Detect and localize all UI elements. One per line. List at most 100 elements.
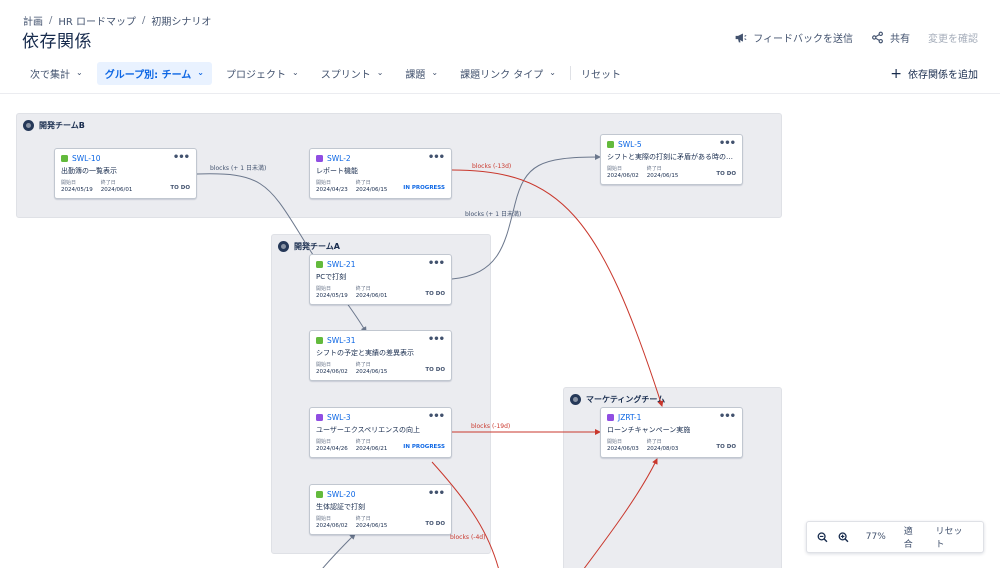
epic-icon bbox=[316, 155, 323, 162]
header-actions: フィードバックを送信 共有 変更を確認 bbox=[734, 30, 978, 45]
breadcrumb-separator: / bbox=[49, 15, 53, 26]
chevron-down-icon: ⌄ bbox=[292, 67, 299, 77]
start-date-label: 開始日 bbox=[316, 439, 332, 445]
confirm-changes-button[interactable]: 変更を確認 bbox=[928, 30, 978, 45]
group-title: 開発チームA bbox=[294, 242, 340, 251]
project-label: プロジェクト bbox=[226, 69, 286, 81]
toolbar-divider bbox=[570, 66, 571, 80]
end-date: 2024/06/21 bbox=[355, 446, 388, 452]
issue-summary: シフトと実際の打刻に矛盾がある時のア... bbox=[607, 153, 735, 161]
sprint-label: スプリント bbox=[320, 69, 371, 81]
issue-summary: ユーザーエクスペリエンスの向上 bbox=[316, 426, 421, 434]
issue-key[interactable]: JZRT-1 bbox=[618, 413, 642, 422]
status-badge: TO DO bbox=[170, 185, 190, 191]
start-date-label: 開始日 bbox=[316, 516, 332, 522]
zoom-in-icon[interactable] bbox=[838, 531, 849, 544]
feedback-label: フィードバックを送信 bbox=[753, 34, 853, 45]
share-button[interactable]: 共有 bbox=[871, 30, 910, 45]
status-badge: TO DO bbox=[425, 521, 445, 527]
toolbar-divider-line bbox=[0, 93, 1000, 94]
start-date-label: 開始日 bbox=[607, 439, 623, 445]
more-icon[interactable]: ••• bbox=[427, 334, 445, 345]
more-icon[interactable]: ••• bbox=[718, 138, 736, 149]
issue-key[interactable]: SWL-10 bbox=[72, 154, 101, 163]
zoom-controls: 77% 適合 リセット bbox=[806, 521, 984, 553]
issue-key[interactable]: SWL-2 bbox=[327, 154, 351, 163]
project-dropdown[interactable]: プロジェクト ⌄ bbox=[218, 62, 307, 85]
dependency-label: blocks (-4d) bbox=[450, 534, 486, 541]
more-icon[interactable]: ••• bbox=[718, 411, 736, 422]
chevron-down-icon: ⌄ bbox=[431, 67, 439, 77]
chevron-down-icon: ⌄ bbox=[376, 67, 384, 77]
filter-toolbar: 次で集計 ⌄ グループ別: チーム ⌄ プロジェクト ⌄ スプリント ⌄ 課題 … bbox=[22, 61, 978, 85]
end-date-label: 終了日 bbox=[355, 180, 371, 186]
breadcrumb-item-roadmap[interactable]: HR ロードマップ bbox=[58, 17, 137, 28]
aggregate-label: 次で集計 bbox=[30, 69, 70, 81]
issue-summary: ローンチキャンペーン実施 bbox=[607, 426, 691, 434]
link-type-label: 課題リンク タイプ bbox=[460, 69, 544, 81]
status-badge: TO DO bbox=[425, 367, 445, 373]
aggregate-dropdown[interactable]: 次で集計 ⌄ bbox=[22, 62, 91, 85]
issue-key[interactable]: SWL-5 bbox=[618, 140, 642, 149]
issue-dropdown[interactable]: 課題 ⌄ bbox=[397, 62, 446, 85]
end-date: 2024/06/15 bbox=[355, 523, 388, 529]
start-date: 2024/04/26 bbox=[316, 446, 348, 452]
team-avatar-icon bbox=[570, 394, 581, 405]
end-date-label: 終了日 bbox=[355, 286, 371, 292]
issue-key[interactable]: SWL-3 bbox=[327, 413, 351, 422]
status-badge: IN PROGRESS bbox=[403, 444, 445, 450]
add-dependency-label: 依存関係を追加 bbox=[908, 70, 978, 81]
group-by-label: グループ別: チーム bbox=[104, 69, 192, 81]
issue-summary: 生体認証で打刻 bbox=[316, 503, 365, 511]
sprint-dropdown[interactable]: スプリント ⌄ bbox=[313, 62, 392, 85]
dependency-label: blocks (-19d) bbox=[471, 423, 511, 430]
status-badge: TO DO bbox=[716, 444, 736, 450]
issue-key[interactable]: SWL-20 bbox=[327, 490, 356, 499]
issue-key[interactable]: SWL-21 bbox=[327, 260, 356, 269]
reset-filters-button[interactable]: リセット bbox=[581, 69, 621, 81]
dependency-canvas[interactable]: 開発チームB 開発チームA マーケティングチーム blocks (+ 1 日未満… bbox=[0, 94, 1000, 568]
zoom-reset-button[interactable]: リセット bbox=[935, 527, 963, 550]
link-type-dropdown[interactable]: 課題リンク タイプ ⌄ bbox=[452, 62, 564, 85]
issue-summary: シフトの予定と実績の差異表示 bbox=[316, 349, 414, 357]
group-header: 開発チームA bbox=[278, 241, 340, 252]
end-date: 2024/06/01 bbox=[355, 293, 388, 299]
breadcrumb-item-plan[interactable]: 計画 bbox=[23, 17, 43, 28]
start-date: 2024/05/19 bbox=[316, 293, 348, 299]
fit-button[interactable]: 適合 bbox=[903, 527, 913, 550]
group-header: 開発チームB bbox=[23, 120, 85, 131]
more-icon[interactable]: ••• bbox=[427, 258, 445, 269]
start-date: 2024/06/03 bbox=[607, 446, 639, 452]
issue-summary: PCで打刻 bbox=[316, 273, 347, 281]
more-icon[interactable]: ••• bbox=[427, 152, 445, 163]
start-date-label: 開始日 bbox=[316, 286, 332, 292]
issue-label: 課題 bbox=[405, 69, 426, 81]
group-by-dropdown[interactable]: グループ別: チーム ⌄ bbox=[96, 61, 212, 85]
more-icon[interactable]: ••• bbox=[172, 152, 190, 163]
status-badge: IN PROGRESS bbox=[403, 185, 445, 191]
breadcrumb-item-scenario[interactable]: 初期シナリオ bbox=[151, 17, 212, 28]
more-icon[interactable]: ••• bbox=[427, 411, 445, 422]
story-icon bbox=[61, 155, 68, 162]
feedback-button[interactable]: フィードバックを送信 bbox=[734, 30, 853, 45]
zoom-out-icon[interactable] bbox=[817, 531, 828, 544]
end-date-label: 終了日 bbox=[355, 516, 371, 522]
add-dependency-button[interactable]: + 依存関係を追加 bbox=[890, 62, 978, 85]
issue-key[interactable]: SWL-31 bbox=[327, 336, 356, 345]
share-icon bbox=[872, 31, 883, 44]
dependency-label: blocks (+ 1 日未満) bbox=[210, 165, 267, 172]
end-date: 2024/08/03 bbox=[646, 446, 679, 452]
issue-summary: レポート機能 bbox=[316, 167, 358, 175]
dependency-label: blocks (-13d) bbox=[472, 163, 512, 170]
more-icon[interactable]: ••• bbox=[427, 488, 445, 499]
status-badge: TO DO bbox=[716, 171, 736, 177]
chevron-down-icon: ⌄ bbox=[549, 67, 556, 77]
